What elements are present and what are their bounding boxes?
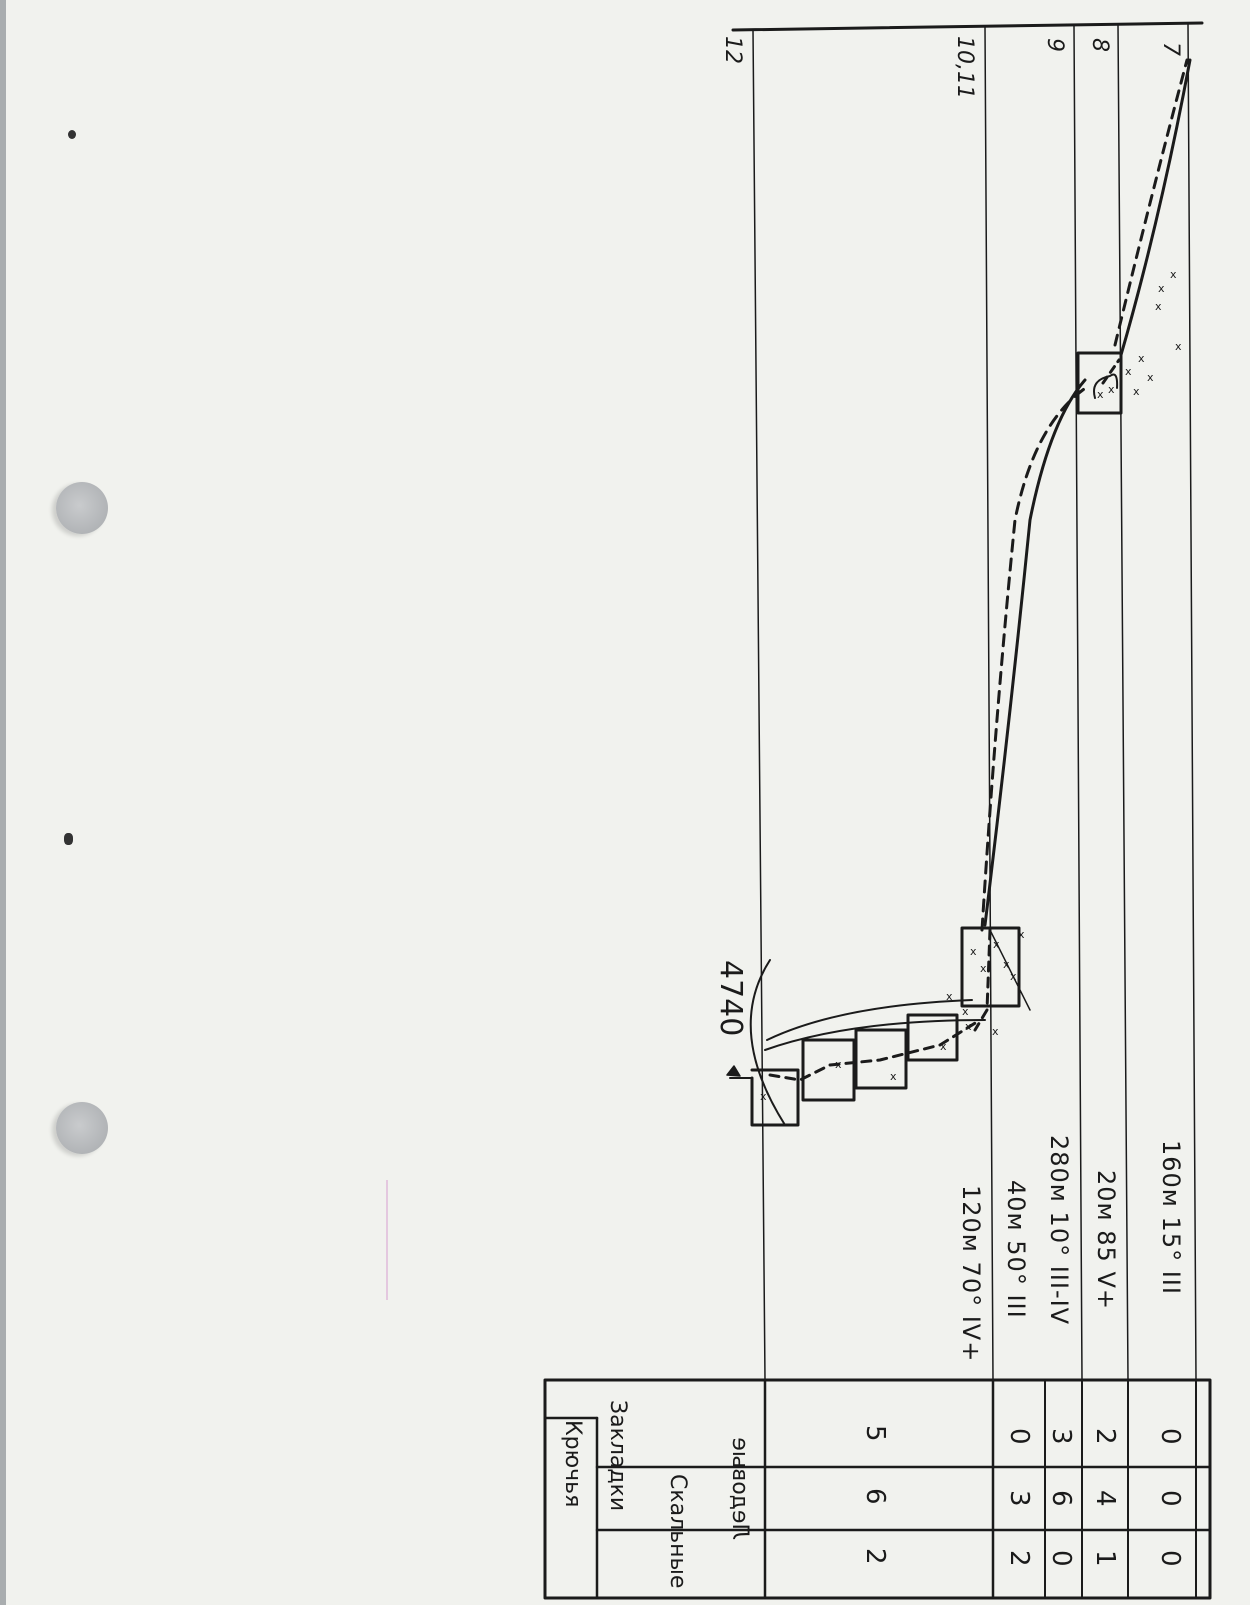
column-header-ice: Ледовые: [727, 1437, 752, 1540]
svg-text:x: x: [1155, 300, 1162, 313]
svg-text:x: x: [1018, 928, 1025, 941]
section-label-8: 8: [1087, 38, 1112, 52]
row3-nuts: 2: [1090, 1428, 1120, 1445]
svg-text:x: x: [1147, 371, 1154, 384]
svg-text:x: x: [946, 990, 953, 1003]
row4-ice: 0: [1155, 1550, 1185, 1567]
section-label-9: 9: [1042, 38, 1067, 52]
svg-text:x: x: [1010, 970, 1017, 983]
row1-rock: 3: [1004, 1490, 1034, 1507]
row3-rock: 4: [1090, 1490, 1120, 1507]
svg-text:x: x: [1158, 282, 1165, 295]
svg-text:x: x: [940, 1040, 947, 1053]
svg-text:x: x: [1097, 388, 1104, 401]
svg-text:x: x: [992, 1025, 999, 1038]
row2-rock: 6: [1046, 1490, 1076, 1507]
svg-text:x: x: [890, 1070, 897, 1083]
row2-nuts: 3: [1046, 1428, 1076, 1445]
svg-text:x: x: [1108, 383, 1115, 396]
route-segment-2: 40м 50° III: [1002, 1180, 1030, 1319]
section-label-7: 7: [1158, 42, 1183, 56]
route-segment-3: 280м 10° III-IV: [1045, 1135, 1073, 1326]
top-border: [731, 21, 1204, 32]
svg-text:x: x: [1125, 365, 1132, 378]
ink-speck: [64, 833, 73, 845]
row4-rock: 0: [1155, 1490, 1185, 1507]
svg-text:x: x: [1003, 958, 1010, 971]
section-line-10-11: [984, 26, 994, 1381]
route-segment-1: 120м 70° IV+: [957, 1185, 985, 1363]
total-nuts: 5: [860, 1425, 890, 1442]
total-ice: 2: [860, 1548, 890, 1565]
section-label-12: 12: [720, 36, 745, 64]
row1-ice: 2: [1004, 1550, 1034, 1567]
section-line-8: [1117, 24, 1129, 1381]
svg-text:x: x: [1170, 268, 1177, 281]
row4-nuts: 0: [1155, 1428, 1185, 1445]
row1-nuts: 0: [1004, 1428, 1034, 1445]
svg-text:x: x: [835, 1058, 842, 1071]
ink-speck: [68, 130, 76, 139]
svg-text:x: x: [1138, 352, 1145, 365]
punch-hole-bottom: [56, 1102, 108, 1154]
svg-text:x: x: [980, 962, 987, 975]
svg-text:x: x: [962, 1005, 969, 1018]
binder-edge: [0, 0, 6, 1605]
section-line-12: [752, 29, 766, 1381]
total-rock: 6: [860, 1488, 890, 1505]
section-label-10-11: 10,11: [952, 36, 977, 99]
column-header-nuts: Закладки: [605, 1400, 630, 1512]
svg-text:x: x: [970, 945, 977, 958]
column-header-rock: Скальные: [665, 1474, 690, 1589]
row2-ice: 0: [1046, 1550, 1076, 1567]
table-frame: [543, 1378, 1212, 1600]
svg-text:x: x: [1133, 385, 1140, 398]
summit-elevation: 4740: [713, 960, 748, 1037]
svg-text:x: x: [993, 938, 1000, 951]
pink-pen-mark: [386, 1180, 388, 1300]
row3-ice: 1: [1090, 1550, 1120, 1567]
route-segment-5: 160м 15° III: [1157, 1140, 1185, 1295]
route-segment-4: 20м 85 V+: [1092, 1170, 1120, 1310]
svg-text:x: x: [965, 1020, 972, 1033]
svg-text:x: x: [1175, 340, 1182, 353]
table-group-header: Крючья: [560, 1420, 585, 1508]
section-line-7: [1187, 23, 1197, 1381]
svg-text:x: x: [760, 1090, 767, 1103]
punch-hole-top: [56, 482, 108, 534]
section-line-9: [1073, 25, 1083, 1381]
